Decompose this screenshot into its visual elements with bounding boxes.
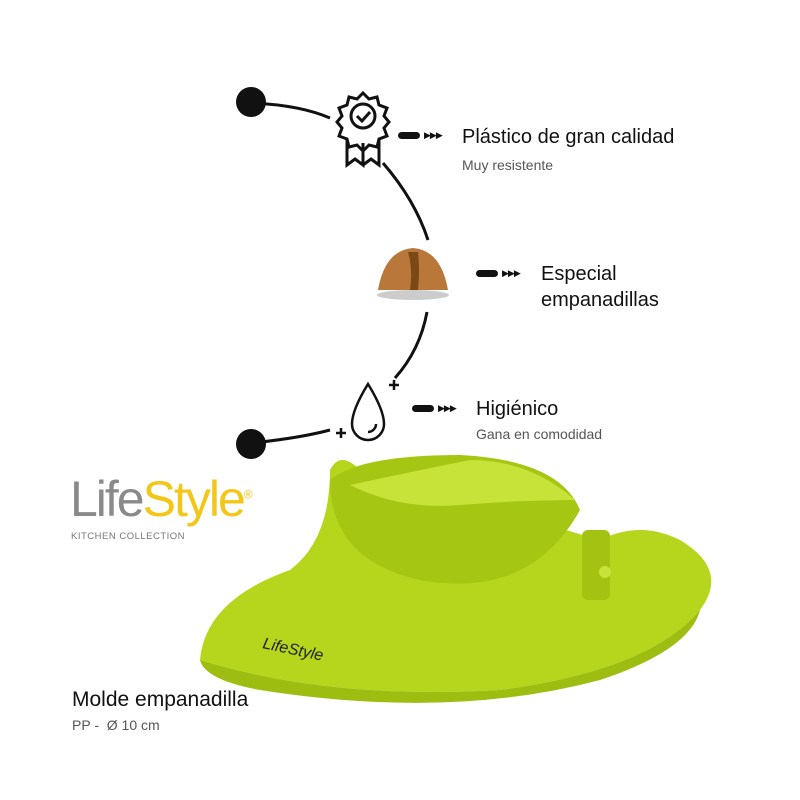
- brand-tagline: KITCHEN COLLECTION: [71, 531, 186, 542]
- feature-title-hygienic: Higiénico: [476, 398, 559, 420]
- brand-name-life: Life: [70, 471, 145, 527]
- feature-title-quality: Plástico de gran calidad: [462, 126, 675, 148]
- empanadilla-mold-image: LifeStyle: [200, 455, 712, 703]
- feature-title-empanadillas-line2: empanadillas: [541, 289, 659, 311]
- feature-subtitle-quality: Muy resistente: [462, 157, 554, 173]
- water-drop-icon: [336, 380, 399, 442]
- product-name: Molde empanadilla: [72, 688, 249, 711]
- brand-registered: ®: [243, 487, 253, 502]
- timeline-dot-top: [236, 87, 266, 117]
- timeline-dot-bottom: [236, 429, 266, 459]
- feature-pointer-2: ▶▶▶: [476, 268, 521, 279]
- feature-title-empanadillas-line1: Especial: [541, 263, 617, 285]
- feature-subtitle-hygienic: Gana en comodidad: [476, 426, 603, 442]
- feature-pointer-3: ▶▶▶: [412, 403, 457, 414]
- feature-pointer-1: ▶▶▶: [398, 130, 443, 141]
- brand-name-style: Style: [142, 471, 246, 527]
- award-badge-icon: [335, 90, 391, 168]
- brand-logo: LifeStyle®: [70, 474, 253, 524]
- product-spec: PP - Ø 10 cm: [72, 717, 160, 733]
- empanada-icon: [377, 248, 449, 300]
